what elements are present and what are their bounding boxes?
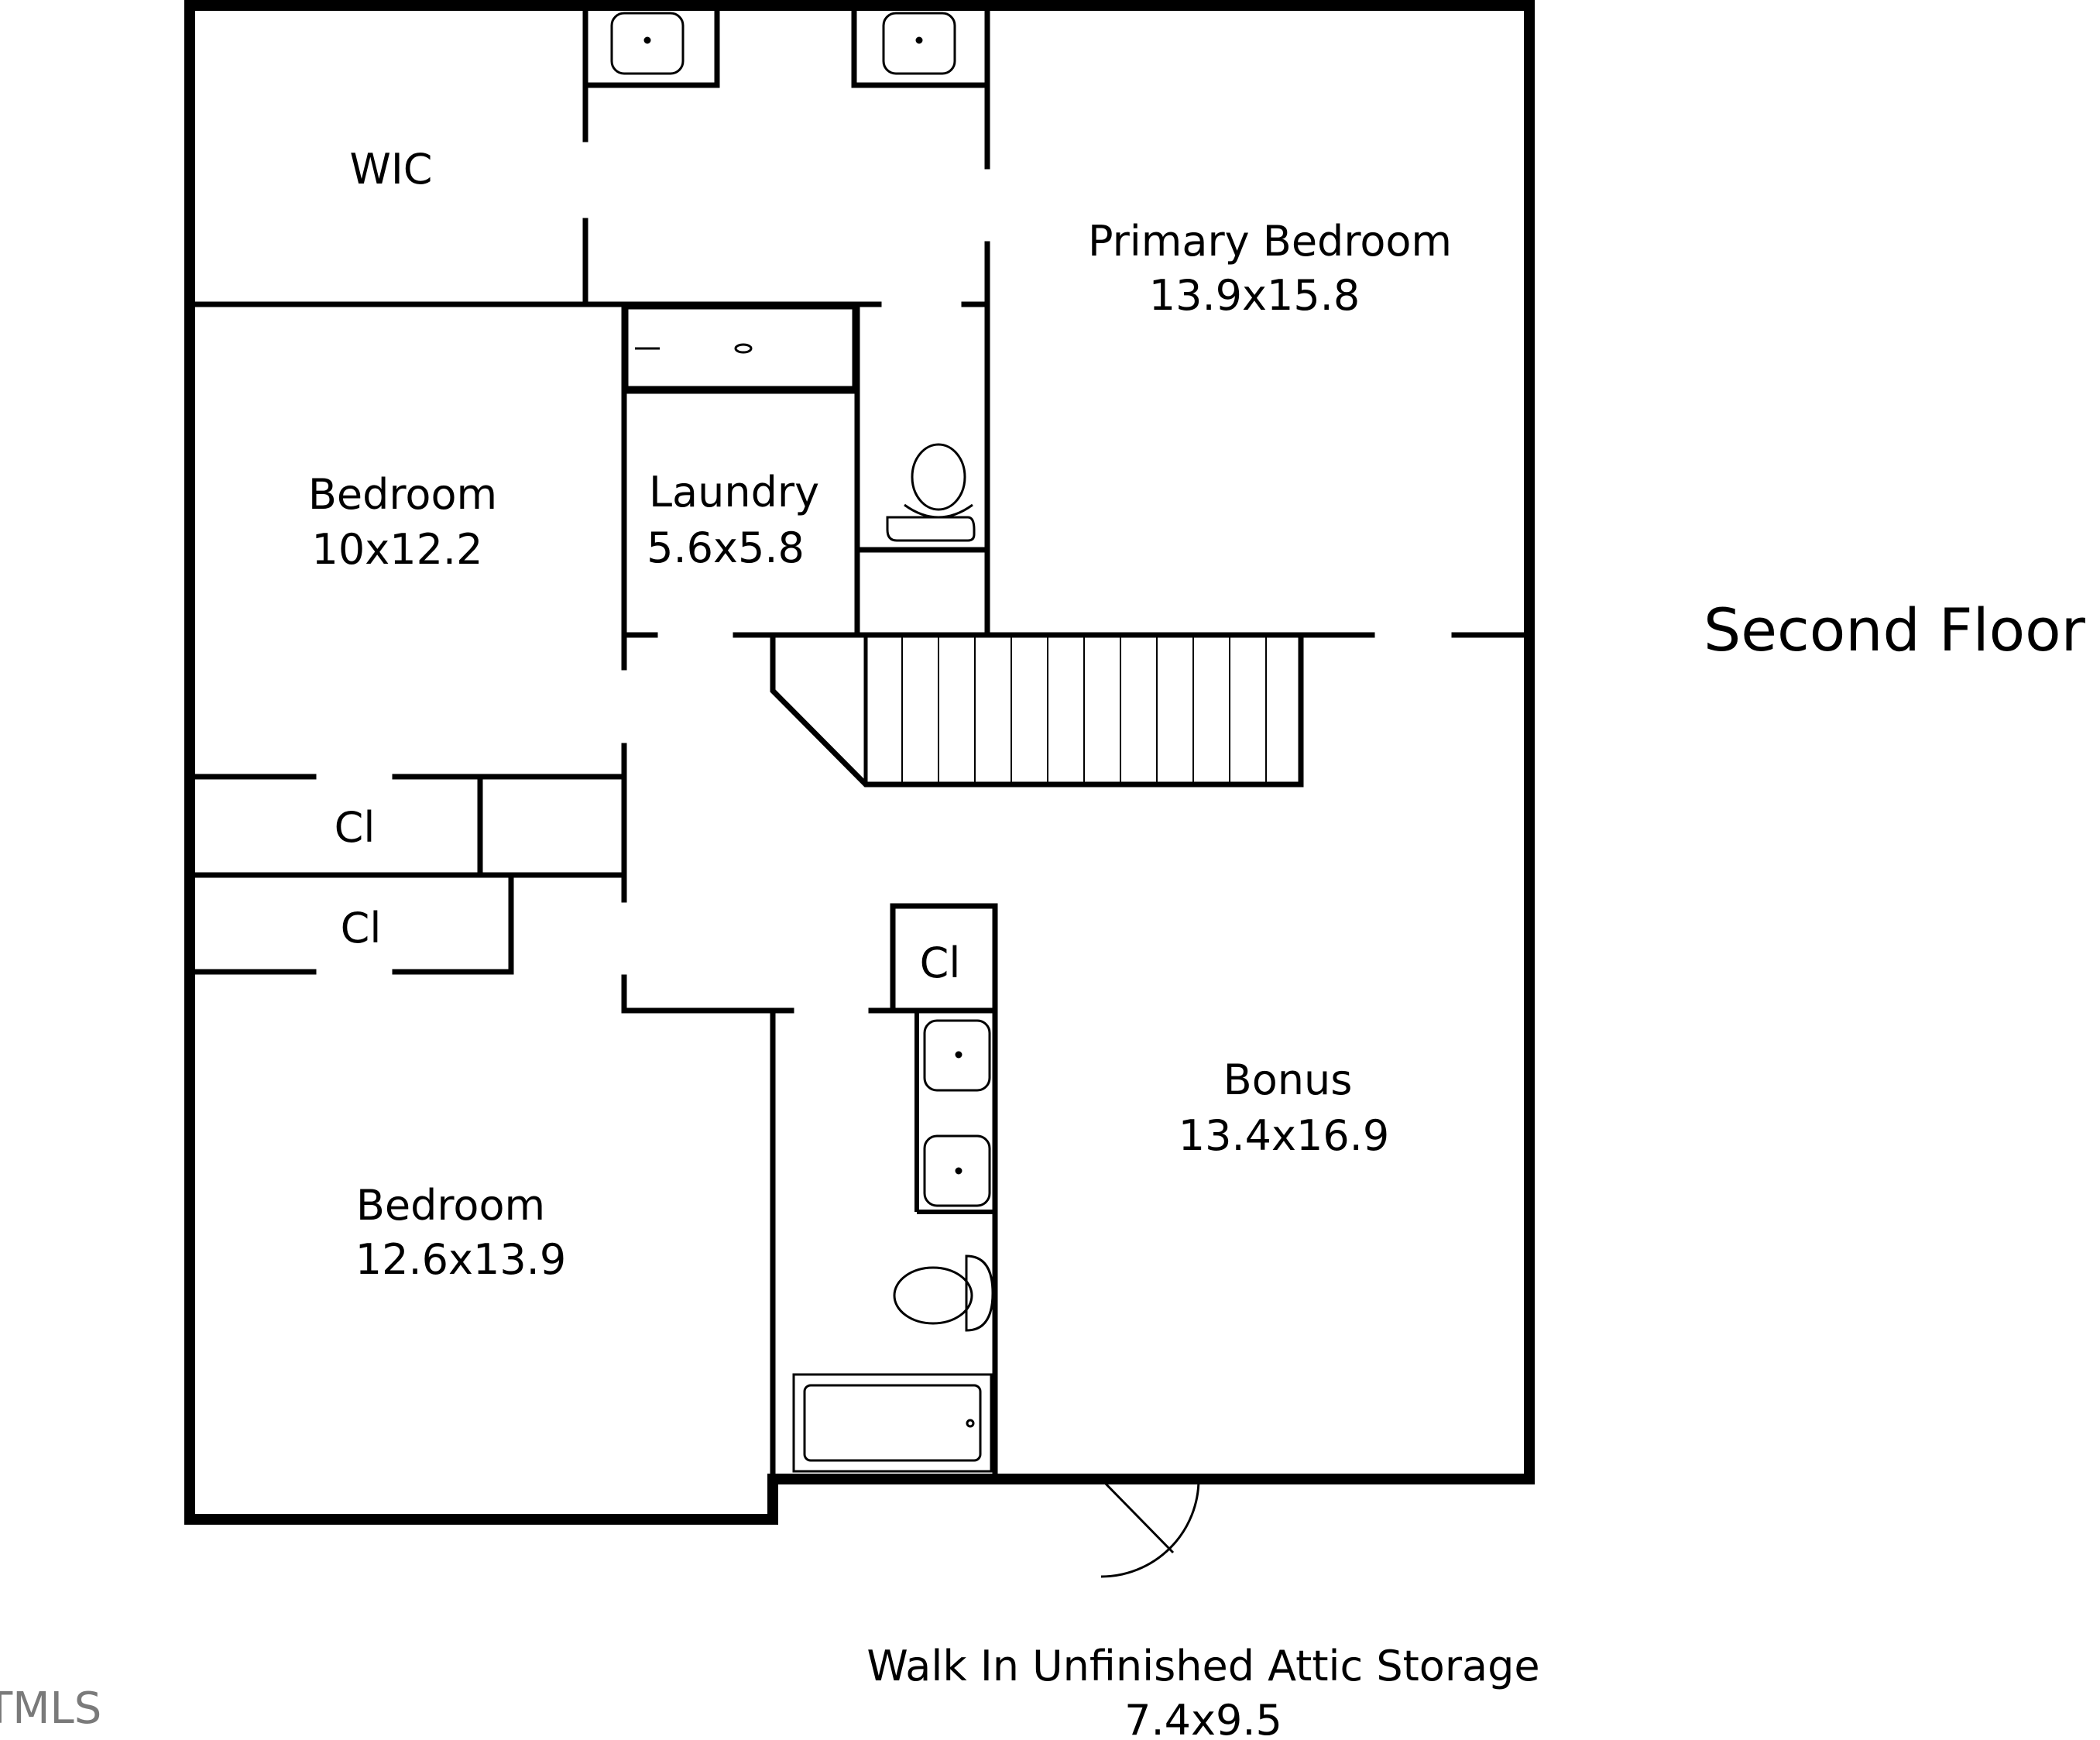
- bedroom-upper-dims: 10x12.2: [312, 525, 483, 574]
- bedroom-upper-label: Bedroom: [308, 470, 497, 519]
- sink-icon: [923, 1019, 991, 1092]
- exterior-walls: [184, 0, 1535, 1525]
- bathtub-icon: [792, 1373, 993, 1473]
- toilet-icon: [893, 1254, 994, 1332]
- attic-door-icon: [1100, 1477, 1200, 1578]
- bonus-label: Bonus: [1223, 1055, 1353, 1104]
- mls-watermark: TMLS: [0, 1683, 101, 1734]
- shower-icon: [626, 307, 855, 389]
- sink-icon: [610, 12, 685, 75]
- laundry-dims: 5.6x5.8: [647, 523, 805, 572]
- closet-2-label: Cl: [341, 904, 382, 952]
- interior-walls: [187, 5, 1532, 1482]
- exterior-wall-outline: [184, 0, 1535, 1525]
- sink-icon: [882, 12, 956, 75]
- stair-outline: [770, 637, 1304, 788]
- laundry-label: Laundry: [649, 468, 819, 517]
- bedroom-lower-dims: 12.6x13.9: [355, 1235, 566, 1284]
- toilet-icon: [886, 443, 976, 542]
- attic-label: Walk In Unfinished Attic Storage: [866, 1642, 1539, 1690]
- closet-1-label: Cl: [335, 803, 376, 852]
- primary-bedroom-label: Primary Bedroom: [1088, 217, 1452, 266]
- staircase: [770, 637, 1304, 788]
- wic-label: WIC: [349, 145, 432, 194]
- bedroom-lower-label: Bedroom: [356, 1181, 545, 1230]
- sink-icon: [923, 1134, 991, 1207]
- primary-bedroom-dims: 13.9x15.8: [1149, 271, 1360, 320]
- fixtures: [610, 12, 995, 1473]
- floor-title: Second Floor: [1704, 595, 2086, 664]
- attic-dims: 7.4x9.5: [1124, 1696, 1282, 1740]
- bonus-dims: 13.4x16.9: [1179, 1111, 1389, 1160]
- stair-treads: [901, 637, 1267, 784]
- closet-3-label: Cl: [920, 939, 961, 987]
